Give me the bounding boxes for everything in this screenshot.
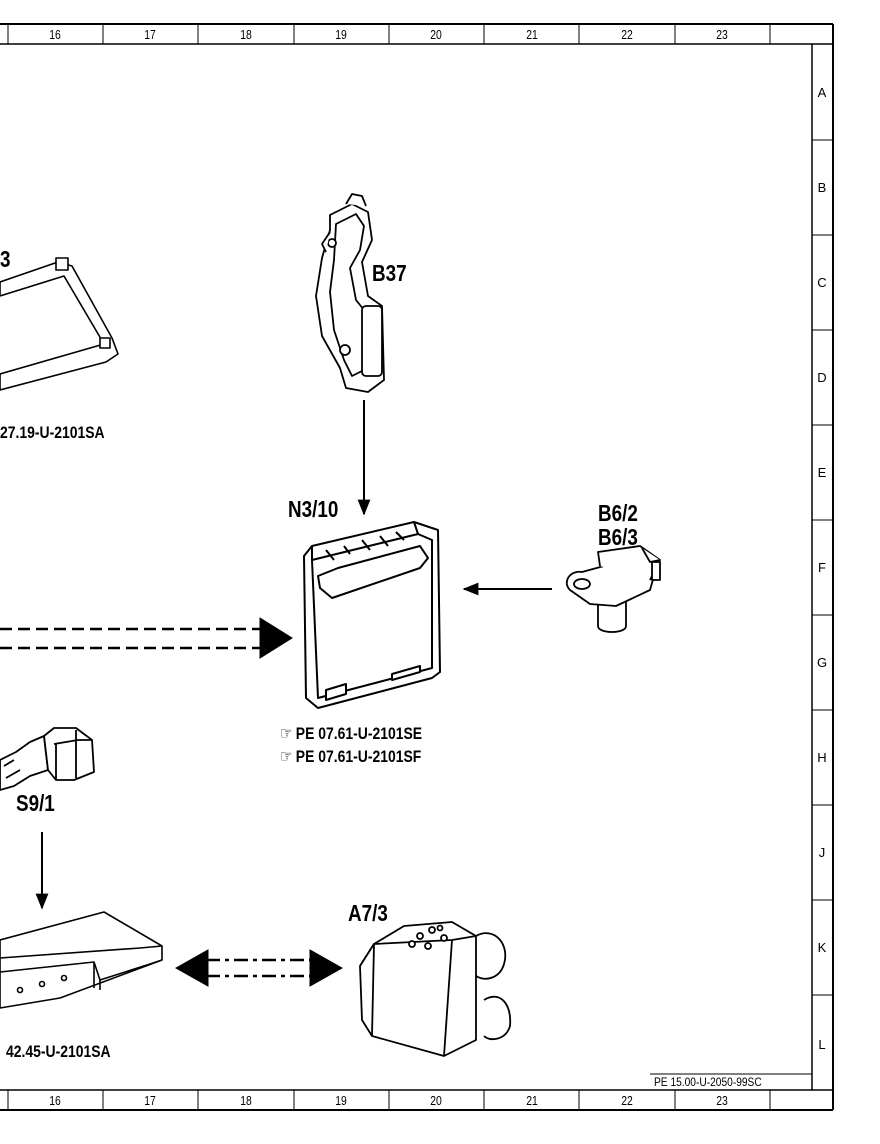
- label-b6-2: B6/2: [598, 500, 638, 526]
- row-label: G: [816, 655, 828, 670]
- column-label: 19: [335, 1093, 347, 1108]
- label-left-top-fragment: 3: [0, 246, 11, 272]
- left-bottom-module-drawing: [0, 911, 163, 1009]
- ref-n3-10-text-2: PE 07.61-U-2101SF: [295, 747, 422, 766]
- row-label: F: [818, 560, 826, 575]
- connection-lines: [0, 400, 552, 978]
- ref-n3-10-text-1: PE 07.61-U-2101SE: [295, 724, 423, 743]
- label-n3-10: N3/10: [288, 496, 339, 522]
- column-label: 21: [526, 27, 538, 42]
- column-label: 18: [240, 27, 252, 42]
- camshaft-sensor-b6-drawing: [565, 545, 661, 633]
- label-b37: B37: [372, 260, 407, 286]
- row-label: J: [818, 845, 826, 860]
- column-label: 23: [716, 1093, 728, 1108]
- drawing-frame: [0, 23, 834, 1111]
- column-label: 22: [621, 27, 633, 42]
- stop-lamp-switch-s9-1-drawing: [0, 727, 95, 791]
- ref-left-top: 27.19-U-2101SA: [0, 423, 105, 442]
- control-unit-n3-10-drawing: [303, 521, 441, 709]
- column-label: 18: [240, 1093, 252, 1108]
- ref-n3-10-line-1: ☞PE 07.61-U-2101SE: [280, 722, 422, 745]
- column-label: 23: [716, 27, 728, 42]
- label-s9-1: S9/1: [16, 790, 55, 816]
- row-label: K: [817, 940, 827, 955]
- row-label: L: [818, 1037, 826, 1052]
- pointing-hand-icon: ☞: [280, 747, 293, 766]
- label-b6-3: B6/3: [598, 524, 638, 550]
- column-label: 19: [335, 27, 347, 42]
- column-label: 22: [621, 1093, 633, 1108]
- arrow-heads: [174, 617, 344, 987]
- pointing-hand-icon: ☞: [280, 724, 293, 743]
- hydraulic-unit-a7-3-drawing: [359, 921, 512, 1057]
- arrow-head-bus-left: [174, 949, 209, 987]
- column-label: 17: [144, 1093, 156, 1108]
- column-label: 17: [144, 27, 156, 42]
- drawing-number: PE 15.00-U-2050-99SC: [654, 1075, 762, 1089]
- label-a7-3: A7/3: [348, 900, 388, 926]
- column-label: 21: [526, 1093, 538, 1108]
- ref-n3-10-line-2: ☞PE 07.61-U-2101SF: [280, 745, 422, 768]
- row-label: C: [817, 275, 827, 290]
- row-label: H: [817, 750, 827, 765]
- left-top-module-drawing: [0, 257, 119, 391]
- row-label: A: [817, 85, 827, 100]
- row-label: B: [817, 180, 827, 195]
- ref-n3-10-group: ☞PE 07.61-U-2101SE ☞PE 07.61-U-2101SF: [280, 722, 422, 768]
- column-label: 16: [49, 27, 61, 42]
- row-label: D: [817, 370, 827, 385]
- arrow-head-bus-right: [309, 949, 344, 987]
- column-label: 16: [49, 1093, 61, 1108]
- column-label: 20: [430, 27, 442, 42]
- pedal-sensor-b37-drawing: [315, 193, 385, 393]
- ref-left-bottom: 42.45-U-2101SA: [6, 1042, 111, 1061]
- arrow-head-can-right: [259, 617, 293, 659]
- row-label: E: [817, 465, 827, 480]
- column-label: 20: [430, 1093, 442, 1108]
